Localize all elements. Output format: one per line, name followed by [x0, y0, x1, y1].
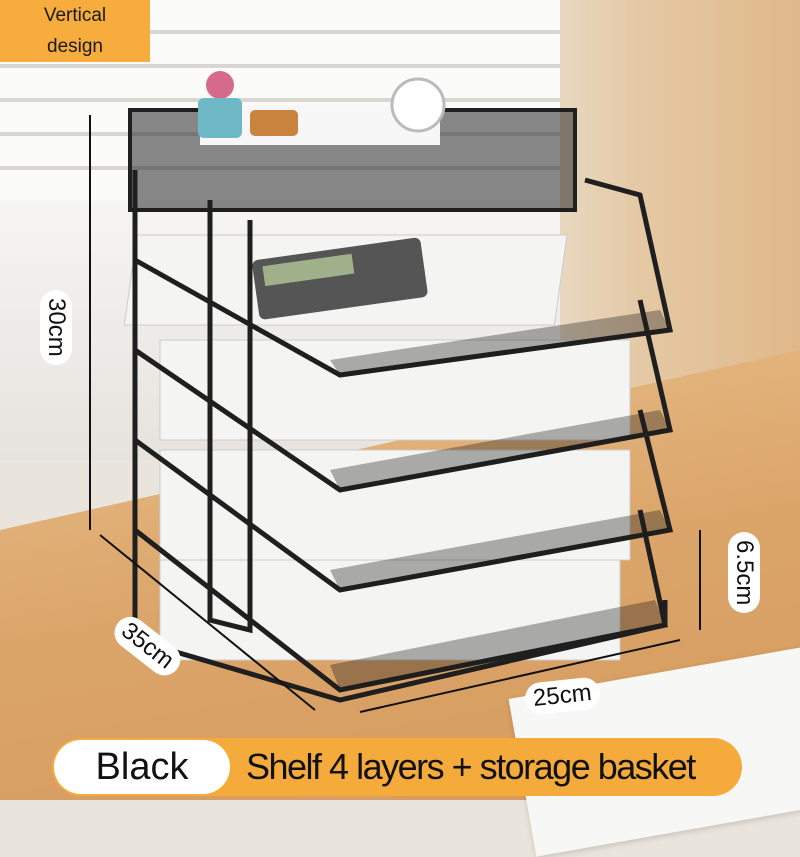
dimension-arrows: [89, 115, 701, 713]
product-description: Shelf 4 layers + storage basket: [246, 746, 696, 787]
desk-organizer-shelf: [89, 71, 701, 713]
badge-line-1: Vertical: [43, 5, 107, 26]
calculator: [252, 237, 428, 320]
vertical-design-badge: Vertical design: [0, 0, 150, 62]
alarm-clock: [390, 77, 446, 133]
color-option-label: Black: [54, 740, 230, 794]
flower-pot: [206, 71, 234, 99]
magazine-stack: [159, 449, 631, 561]
height-label: 30cm: [40, 290, 72, 365]
layer-gap-label: 6.5cm: [728, 532, 760, 614]
badge-line-2: design: [47, 36, 103, 57]
